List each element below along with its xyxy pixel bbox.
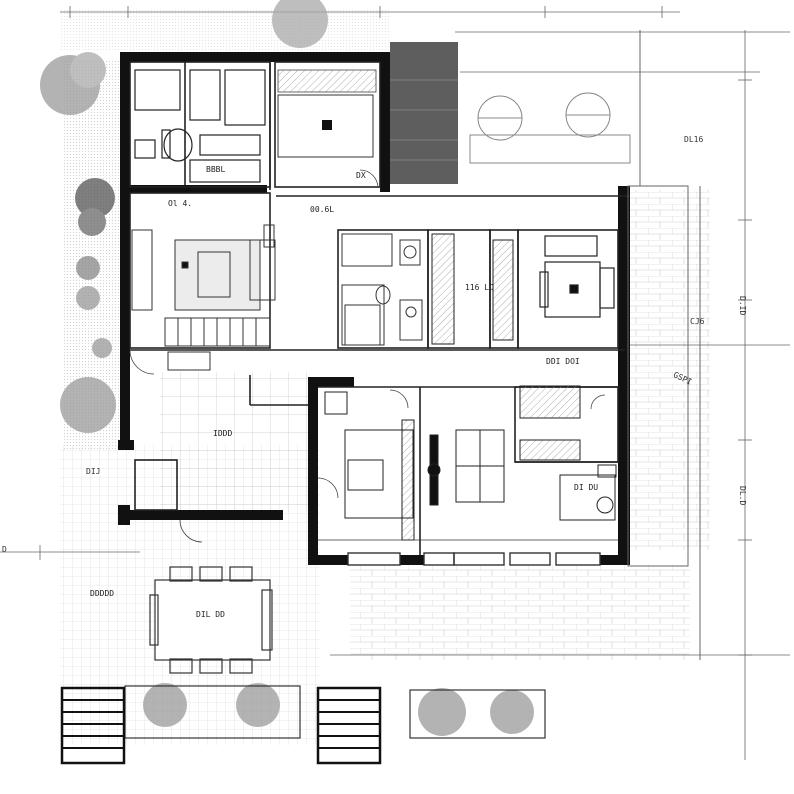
tree-icon bbox=[40, 52, 106, 115]
toilet-icon bbox=[161, 128, 193, 162]
tree-icon bbox=[490, 690, 534, 734]
column-marker-icon bbox=[181, 261, 189, 269]
tree-icon bbox=[143, 683, 187, 727]
dining-chair-icon bbox=[229, 566, 253, 582]
label-bedroom-mid: 116 LD bbox=[465, 283, 494, 292]
label-terrace-left: DDDDD bbox=[90, 589, 114, 598]
tree-icon bbox=[92, 338, 112, 358]
tree-icon bbox=[75, 178, 115, 236]
room-labels: BBBL Ol 4. 00.6L 116 LD DDI DOI IDDD DDD… bbox=[90, 165, 598, 619]
side-paving bbox=[620, 190, 710, 550]
dining-chair-icon bbox=[229, 658, 253, 674]
dimension-lines bbox=[0, 6, 790, 760]
tree-icon bbox=[272, 0, 328, 48]
bed-icon bbox=[539, 235, 615, 318]
room-lower-middle bbox=[324, 391, 617, 521]
tree-icon bbox=[60, 377, 116, 433]
tree-icon bbox=[418, 688, 466, 736]
dim-label: CJ6 bbox=[690, 317, 705, 326]
dining-chair-icon bbox=[199, 658, 223, 674]
dim-label: D bbox=[2, 545, 7, 554]
right-frame bbox=[627, 30, 701, 660]
column-marker-icon bbox=[322, 120, 332, 130]
label-entry-mark: DX bbox=[356, 171, 366, 180]
top-garden-strip bbox=[60, 10, 390, 50]
toilet-icon bbox=[375, 285, 391, 305]
label-corridor-top: 00.6L bbox=[310, 205, 334, 214]
dim-label: DL.D bbox=[738, 486, 747, 505]
stair-icon bbox=[60, 686, 126, 765]
living-room bbox=[131, 224, 276, 371]
dining-chair-icon bbox=[169, 658, 193, 674]
dim-label: DL16 bbox=[684, 135, 703, 144]
label-living-left: Ol 4. bbox=[168, 199, 192, 208]
label-right-room-lower: DI DU bbox=[574, 483, 598, 492]
exterior-walls bbox=[118, 52, 630, 565]
front-paving bbox=[350, 565, 690, 660]
dining-chair-icon bbox=[261, 589, 273, 651]
hall-tiles bbox=[160, 372, 310, 512]
stair-icon bbox=[164, 317, 271, 347]
dining-chair-icon bbox=[169, 566, 193, 582]
tree-icon bbox=[76, 256, 100, 280]
tree-icon bbox=[236, 683, 280, 727]
label-bedroom-right-top: DDI DOI bbox=[546, 357, 580, 366]
dim-label: DIJ bbox=[86, 467, 100, 476]
walkway-joints bbox=[390, 79, 458, 161]
closets bbox=[401, 233, 581, 541]
stair-icon bbox=[316, 686, 382, 765]
tree-icon bbox=[76, 286, 100, 310]
dining-set bbox=[149, 566, 273, 674]
dining-chair-icon bbox=[149, 594, 159, 646]
room-top-middle bbox=[277, 69, 377, 158]
sink-icon bbox=[403, 245, 417, 259]
trees bbox=[40, 0, 534, 736]
front-windows bbox=[318, 539, 618, 566]
dining-chair-icon bbox=[199, 566, 223, 582]
dim-label: D.ID bbox=[738, 296, 747, 315]
label-hall-lower-left: IDDD bbox=[213, 429, 232, 438]
bath-mid bbox=[341, 233, 423, 346]
terrace-furniture bbox=[469, 92, 631, 164]
entry-walkway bbox=[390, 42, 458, 184]
label-dining-table: DIL DD bbox=[196, 610, 225, 619]
label-bath-top: BBBL bbox=[206, 165, 225, 174]
bathroom-fixtures bbox=[134, 69, 266, 183]
